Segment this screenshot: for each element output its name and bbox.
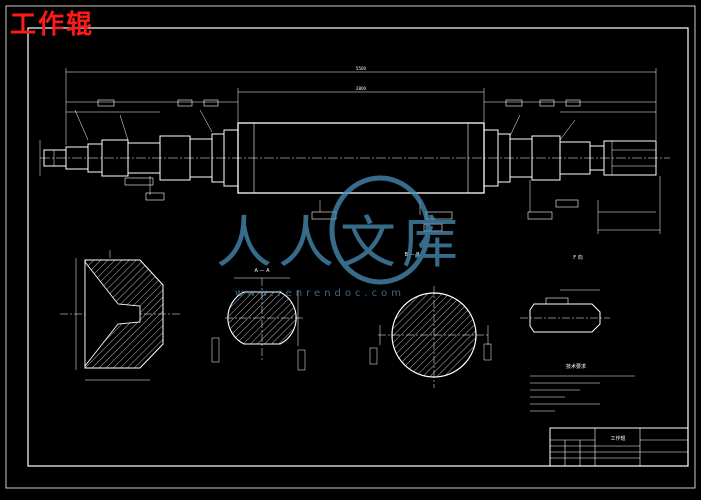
- section-view-taper: [60, 250, 180, 381]
- section-b-b-label: B — B: [404, 252, 420, 258]
- dimension-lines: [39, 68, 661, 234]
- overall-length-dim: 5500: [356, 66, 367, 71]
- section-a-a-label: A — A: [254, 268, 270, 274]
- direction-view-label: F 向: [573, 254, 582, 261]
- title-block: [549, 427, 689, 467]
- page-title: 工作辊: [10, 10, 95, 40]
- watermark-url: www.renrendoc.com: [235, 288, 405, 299]
- watermark-chars: 人人文库: [216, 211, 464, 276]
- direction-view-f: [520, 289, 610, 333]
- tolerance-frames: [97, 99, 581, 232]
- technical-requirements: 技术要求: [530, 363, 635, 412]
- section-a-a: [211, 277, 306, 371]
- title-block-part-name: 工作辊: [610, 435, 625, 442]
- tech-req-heading: 技术要求: [566, 363, 586, 370]
- barrel-length-dim: 2800: [356, 86, 367, 91]
- section-b-b: [369, 286, 492, 388]
- watermark: 人人文库 www.renrendoc.com: [216, 175, 464, 299]
- outer-border: [5, 5, 696, 489]
- roll-main-view: [40, 122, 670, 194]
- watermark-ring: [329, 175, 431, 285]
- inner-border: [27, 27, 689, 467]
